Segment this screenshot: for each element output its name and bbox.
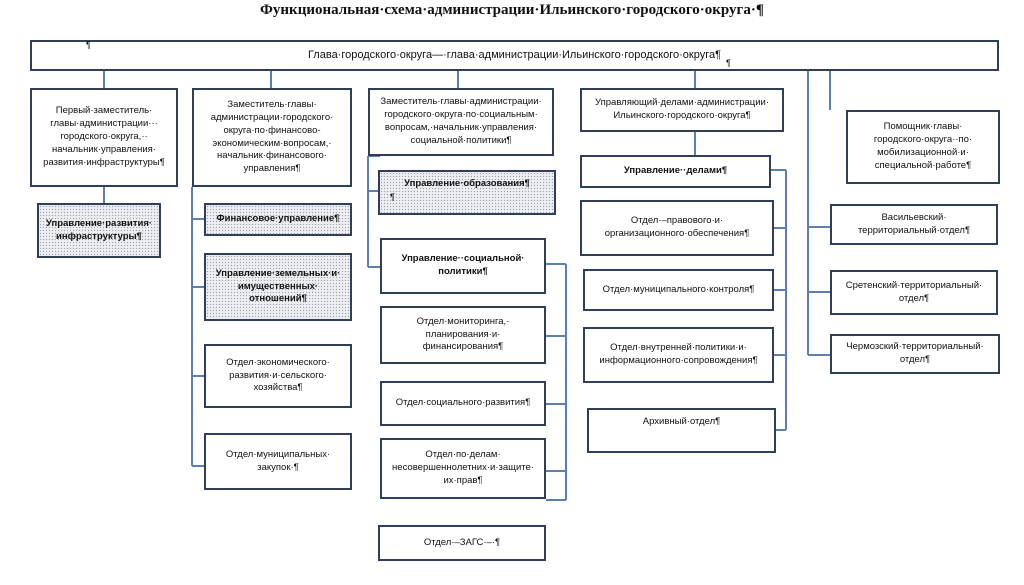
chief-of-staff-box: Управляющий·делами·администрации· Ильинс… [580,88,784,132]
procurement-dept-label: Отдел·муниципальных· закупок·¶ [225,448,331,473]
vasilyevsky-dept-box: Васильевский· территориальный·отдел¶ [830,204,998,245]
archive-dept-label: Архивный·отдел¶ [642,416,721,427]
legal-dept-label: Отдел·–правового·и· организационного·обе… [604,215,750,239]
land-property-dept-label: Управление·земельных·и· имущественных· о… [215,267,341,305]
municipal-control-dept-label: Отдел·муниципального·контроля¶ [602,283,755,295]
education-dept-label: Управление·образования¶ [404,178,530,189]
chief-of-staff-label: Управляющий·делами·администрации· Ильинс… [595,97,769,121]
page-title: Функциональная·схема·администрации·Ильин… [260,2,764,18]
affairs-dept-label: Управление··делами¶ [623,165,728,177]
affairs-dept-box: Управление··делами¶ [580,155,771,188]
pilcrow-mark: ¶ [726,58,731,68]
first-deputy-box: Первый·заместитель· главы·администрации·… [30,88,178,187]
head-label: Глава·городского·округа—·глава·администр… [307,49,722,62]
education-dept-box: Управление·образования¶ [378,170,556,215]
mobilization-assistant-box: Помощник·главы· городского·округа··по· м… [846,110,1000,184]
minors-dept-box: Отдел·по·делам· несовершеннолетних·и·защ… [380,438,546,499]
finance-deputy-label: Заместитель·главы· администрации·городск… [210,99,334,175]
mobilization-assistant-label: Помощник·главы· городского·округа··по· м… [873,121,973,171]
land-property-dept-box: Управление·земельных·и· имущественных· о… [204,253,352,321]
social-dev-dept-label: Отдел·социального·развития¶ [395,397,531,409]
monitoring-dept-label: Отдел·мониторинга,· планирования·и· фина… [416,315,510,353]
monitoring-dept-box: Отдел·мониторинга,· планирования·и· фина… [380,306,546,364]
pilcrow-mark: ¶ [86,40,91,50]
legal-dept-box: Отдел·–правового·и· организационного·обе… [580,200,774,256]
registry-dept-box: Отдел·–ЗАГС·–·¶ [378,525,546,561]
social-deputy-label: Заместитель·главы·администрации· городск… [380,96,542,146]
finance-deputy-box: Заместитель·главы· администрации·городск… [192,88,352,187]
economic-dev-dept-label: Отдел·экономического· развития·и·сельско… [226,356,330,394]
sretensky-dept-label: Сретенский·территориальный· отдел¶ [845,279,983,304]
finance-dept-label: Финансовое·управление¶ [216,213,340,225]
infrastructure-dept-box: Управление·развития· инфраструктуры¶ [37,203,161,258]
chermozsky-dept-box: Чермозский·территориальный· отдел¶ [830,334,1000,374]
first-deputy-label: Первый·заместитель· главы·администрации·… [43,105,165,168]
economic-dev-dept-box: Отдел·экономического· развития·и·сельско… [204,344,352,408]
internal-policy-dept-box: Отдел·внутренней·политики·и· информацион… [583,327,774,383]
chermozsky-dept-label: Чермозский·территориальный· отдел¶ [846,341,984,365]
internal-policy-dept-label: Отдел·внутренней·политики·и· информацион… [599,342,758,366]
pilcrow-mark: ¶ [390,192,395,202]
archive-dept-box: Архивный·отдел¶ [587,408,776,453]
head-box: Глава·городского·округа—·глава·администр… [30,40,999,71]
social-policy-dept-box: Управление··социальной· политики¶ [380,238,546,294]
social-dev-dept-box: Отдел·социального·развития¶ [380,381,546,426]
finance-dept-box: Финансовое·управление¶ [204,203,352,236]
infrastructure-dept-label: Управление·развития· инфраструктуры¶ [45,217,153,242]
minors-dept-label: Отдел·по·делам· несовершеннолетних·и·защ… [392,449,534,486]
social-policy-dept-label: Управление··социальной· политики¶ [401,253,525,277]
sretensky-dept-box: Сретенский·территориальный· отдел¶ [830,270,998,315]
registry-dept-label: Отдел·–ЗАГС·–·¶ [423,536,501,548]
municipal-control-dept-box: Отдел·муниципального·контроля¶ [583,269,774,311]
procurement-dept-box: Отдел·муниципальных· закупок·¶ [204,433,352,490]
social-deputy-box: Заместитель·главы·администрации· городск… [368,88,554,156]
vasilyevsky-dept-label: Васильевский· территориальный·отдел¶ [857,211,971,236]
